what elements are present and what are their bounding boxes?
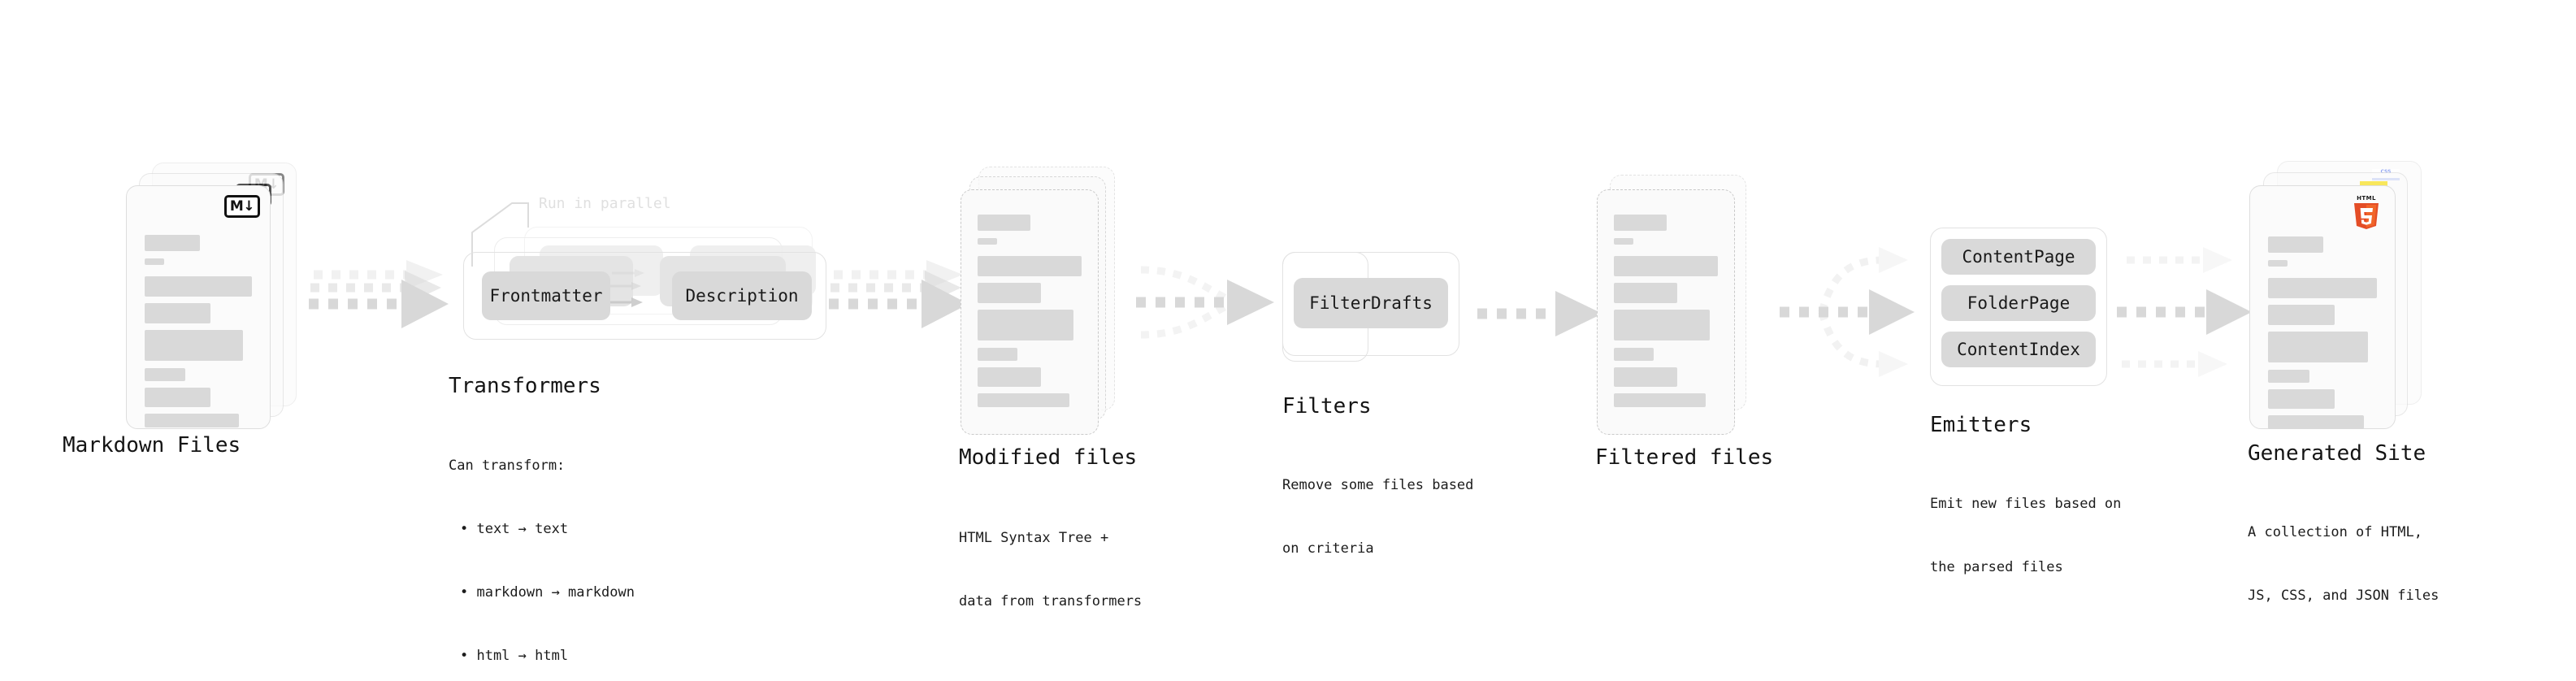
arrow-emitters-to-site (2117, 247, 2252, 377)
modified-doc-front (961, 189, 1099, 435)
stage-title-filtered-files: Filtered files (1595, 445, 1774, 470)
transform-item-1: • markdown → markdown (460, 584, 635, 601)
arrow-transformers-to-modified (829, 260, 969, 328)
arrow-modified-to-filters (1136, 266, 1274, 339)
stage-title-markdown-files: Markdown Files (63, 433, 241, 458)
transform-item-0: • text → text (460, 521, 569, 537)
markdown-card-stack: M↓ M↓ M↓ (126, 163, 313, 429)
modified-doc-skeleton (978, 215, 1082, 407)
filtered-doc-front (1597, 189, 1735, 435)
stage-modified-files: Modified files HTML Syntax Tree + data f… (959, 167, 1147, 609)
emitter-chip-contentindex[interactable]: ContentIndex (1941, 332, 2096, 367)
transformer-chip-description[interactable]: Description (672, 271, 812, 320)
arrow-filters-to-filtered (1477, 291, 1602, 336)
run-in-parallel-label: Run in parallel (539, 195, 671, 212)
stage-title-emitters: Emitters (1930, 413, 2032, 437)
transform-item-2: • html → html (460, 648, 569, 664)
transformer-chip-frontmatter[interactable]: Frontmatter (482, 271, 610, 320)
stage-title-generated-site: Generated Site (2248, 441, 2426, 466)
site-doc-skeleton (2268, 236, 2377, 429)
stage-caption-generated-site: A collection of HTML, JS, CSS, and JSON … (2248, 479, 2439, 648)
emitters-caption-line-0: Emit new files based on (1930, 496, 2122, 512)
emitter-chip-contentpage[interactable]: ContentPage (1941, 239, 2096, 275)
transformer-frame-front (463, 252, 826, 340)
stage-filtered-files: Filtered files (1595, 167, 1784, 470)
filtered-doc-skeleton (1614, 215, 1718, 407)
site-caption-line-1: JS, CSS, and JSON files (2248, 588, 2439, 604)
stage-caption-transformers: Can transform: • text → text • markdown … (449, 413, 635, 681)
filtered-card-stack (1597, 167, 1784, 435)
svg-text:HTML: HTML (2357, 195, 2376, 202)
arrow-markdown-to-transformers (309, 260, 449, 328)
modified-caption-line-1: data from transformers (959, 593, 1143, 609)
stage-generated-site: CSS HTML (2248, 161, 2444, 604)
emitter-chip-folderpage[interactable]: FolderPage (1941, 285, 2096, 321)
stage-title-transformers: Transformers (449, 374, 601, 398)
markdown-doc-front: M↓ (126, 185, 271, 429)
modified-card-stack (961, 167, 1147, 435)
stage-title-filters: Filters (1282, 394, 1372, 419)
arrow-filtered-to-emitters (1780, 247, 1915, 377)
markdown-doc-skeleton (145, 235, 252, 427)
modified-caption-line-0: HTML Syntax Tree + (959, 530, 1109, 546)
site-card-stack: CSS HTML (2249, 161, 2444, 429)
filters-caption-line-0: Remove some files based (1282, 477, 1474, 493)
emitters-frame (1930, 228, 2107, 386)
transform-caption-heading: Can transform: (449, 458, 566, 474)
stage-markdown-files: M↓ M↓ M↓ Markdown Files (63, 163, 313, 458)
html5-icon: HTML (2351, 193, 2382, 229)
filter-chip-filterdrafts[interactable]: FilterDrafts (1294, 278, 1448, 328)
filters-caption-line-1: on criteria (1282, 540, 1374, 557)
site-caption-line-0: A collection of HTML, (2248, 524, 2422, 540)
markdown-icon: M↓ (224, 195, 260, 218)
stage-caption-emitters: Emit new files based on the parsed files (1930, 451, 2121, 620)
site-doc-front: HTML (2249, 185, 2396, 429)
emitters-caption-line-1: the parsed files (1930, 559, 2063, 575)
stage-caption-filters: Remove some files based on criteria (1282, 432, 1473, 601)
run-in-parallel-bracket (471, 202, 529, 267)
stage-title-modified-files: Modified files (959, 445, 1138, 470)
stage-caption-modified-files: HTML Syntax Tree + data from transformer… (959, 485, 1142, 654)
